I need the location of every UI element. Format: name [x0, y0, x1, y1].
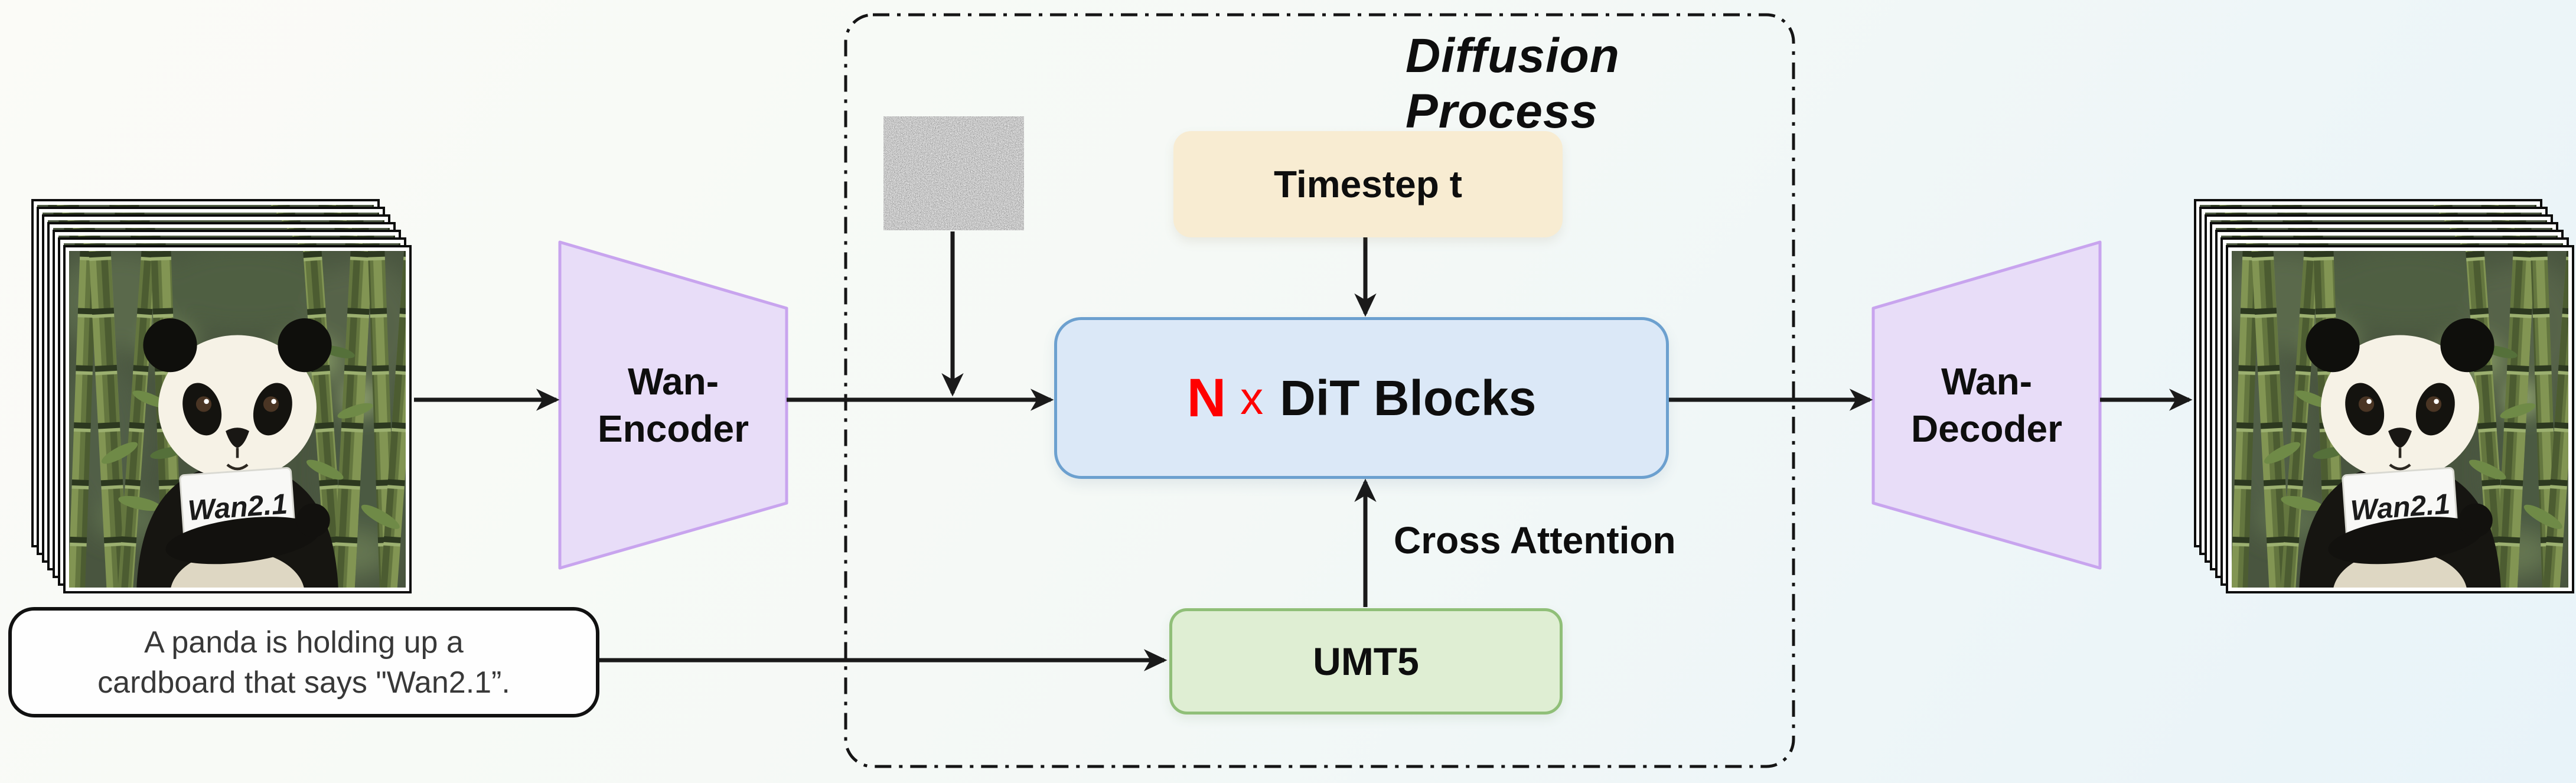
decoder-line-2: Decoder [1910, 407, 2063, 450]
prompt-text-box: A panda is holding up a cardboard that s… [8, 607, 599, 717]
diffusion-process-title: Diffusion Process [1406, 29, 1620, 138]
dit-blocks-box: N x DiT Blocks [1054, 317, 1669, 479]
prompt-line-1: A panda is holding up a [144, 625, 464, 660]
decoder-line-1: Wan- [1941, 360, 2033, 403]
dit-label: DiT Blocks [1280, 370, 1537, 426]
noise-latent-image [883, 116, 1024, 230]
timestep-label: Timestep t [1274, 163, 1462, 205]
dit-times: x [1240, 371, 1264, 424]
dit-n-count: N [1186, 367, 1227, 428]
umt5-label: UMT5 [1313, 640, 1419, 683]
umt5-box: UMT5 [1169, 608, 1563, 715]
timestep-box: Timestep t [1173, 131, 1563, 237]
prompt-line-2: cardboard that says "Wan2.1”. [97, 665, 510, 700]
diffusion-process-boundary [844, 13, 1795, 768]
wan-decoder-shape [1871, 240, 2102, 570]
wan-decoder-label: Wan- Decoder [1873, 242, 2100, 568]
panda-frame-image [2232, 251, 2568, 588]
output-video-frames [2194, 199, 2576, 627]
wan-encoder-label: Wan- Encoder [560, 242, 787, 568]
encoder-line-1: Wan- [627, 360, 719, 403]
encoder-line-2: Encoder [597, 407, 749, 450]
video-frame [2226, 245, 2574, 593]
cross-attention-label: Cross Attention [1394, 519, 1676, 562]
video-frame [63, 245, 412, 593]
wan-encoder-shape [558, 240, 788, 570]
panda-frame-image [69, 251, 406, 588]
input-video-frames [31, 199, 445, 627]
